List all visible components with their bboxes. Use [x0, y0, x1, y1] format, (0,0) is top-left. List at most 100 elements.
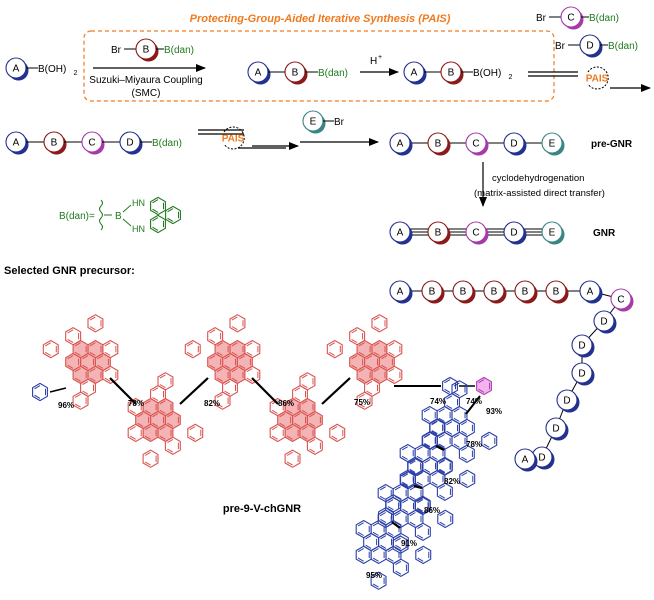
benzene-ring: [399, 469, 416, 489]
ring-double-bond: [453, 434, 460, 439]
yield-label: 91%: [401, 539, 417, 548]
ring-outline: [329, 423, 346, 443]
monomer-b: B: [135, 38, 159, 62]
ring-double-bond: [351, 329, 358, 334]
ring-double-bond: [89, 342, 96, 347]
pais-cycle: PAIS: [586, 66, 609, 90]
ring-double-bond: [89, 377, 96, 382]
chain-monomer-b: B: [514, 280, 538, 304]
monomer-letter: C: [617, 295, 624, 306]
ring-outline: [42, 339, 59, 359]
monomer-letter: E: [549, 139, 556, 150]
benzene-ring: [476, 376, 492, 396]
ring-double-bond: [401, 446, 408, 451]
ring-double-bond: [104, 351, 111, 356]
ring-double-bond: [381, 364, 388, 369]
pre-gnr-label: pre-GNR: [591, 139, 633, 150]
ring-double-bond: [439, 494, 446, 499]
ring-double-bond: [379, 521, 386, 526]
monomer-b: B: [440, 61, 464, 85]
benzene-ring: [429, 418, 446, 437]
benzene-ring: [326, 339, 343, 359]
ring-double-bond: [401, 472, 408, 477]
ring-double-bond: [387, 557, 394, 562]
boronic-acid-label: B(OH): [473, 68, 501, 79]
benzene-ring: [87, 314, 104, 333]
chain-monomer-b: B: [545, 280, 569, 304]
benzene-ring: [65, 326, 82, 346]
ring-outline: [127, 423, 144, 443]
ring-double-bond: [416, 507, 423, 512]
polymer-bond: [435, 445, 445, 451]
ring-double-bond: [309, 422, 316, 427]
monomer-letter: B: [460, 287, 467, 298]
ring-double-bond: [67, 329, 74, 334]
ring-outline: [157, 372, 174, 391]
ring-double-bond: [373, 368, 380, 373]
monomer-b: B: [284, 61, 308, 85]
ring-double-bond: [431, 420, 438, 425]
benzene-ring: [451, 380, 468, 399]
ring-double-bond: [159, 409, 166, 414]
benzene-ring: [214, 339, 231, 359]
ring-double-bond: [416, 472, 423, 477]
benzene-ring: [87, 339, 104, 359]
monomer-circle: [545, 280, 567, 302]
ring-double-bond: [439, 468, 446, 473]
ring-double-bond: [431, 430, 438, 435]
ring-double-bond: [409, 495, 416, 500]
chain-monomer-b: B: [483, 280, 507, 304]
ring-double-bond: [379, 495, 386, 500]
ring-outline: [165, 205, 181, 225]
monomer-circle: [556, 389, 578, 411]
benzene-ring: [157, 372, 174, 391]
benzene-ring: [386, 365, 403, 385]
ring-double-bond: [97, 355, 104, 360]
ring-double-bond: [189, 426, 196, 431]
acid-label: H: [370, 56, 377, 67]
ring-double-bond: [82, 355, 89, 360]
ring-double-bond: [401, 455, 408, 460]
monomer-letter: D: [126, 138, 133, 149]
ring-outline: [326, 339, 343, 359]
ring-double-bond: [301, 400, 308, 405]
ring-double-bond: [417, 524, 424, 530]
ring-double-bond: [167, 448, 174, 453]
ring-double-bond: [104, 342, 111, 347]
ring-double-bond: [394, 512, 401, 517]
ring-double-bond: [358, 351, 365, 356]
monomer-circle: [610, 288, 632, 310]
smc-abbr: (SMC): [132, 88, 161, 99]
ring-double-bond: [372, 522, 379, 527]
monomer-letter: D: [510, 228, 517, 239]
chain-monomer-a: A: [579, 280, 603, 304]
ring-outline: [207, 326, 224, 346]
monomer-letter: C: [472, 139, 479, 150]
ring-double-bond: [373, 342, 380, 347]
ring-double-bond: [431, 430, 438, 435]
ring-double-bond: [373, 377, 380, 382]
ring-double-bond: [423, 417, 430, 422]
bdan-definition: B(dan)=: [59, 211, 95, 222]
ring-double-bond: [331, 435, 338, 440]
benzene-ring: [142, 449, 159, 468]
monomer-circle: [503, 221, 525, 243]
ring-double-bond: [416, 481, 423, 486]
ring-double-bond: [402, 508, 409, 513]
monomer-letter: B: [51, 138, 58, 149]
boronic-acid-subscript: 2: [74, 70, 78, 77]
ring-double-bond: [246, 377, 253, 382]
benzene-ring: [356, 365, 373, 385]
ring-double-bond: [387, 548, 394, 553]
ring-double-bond: [409, 468, 416, 473]
ring-outline: [399, 443, 416, 463]
chain-monomer-a: A: [389, 280, 413, 304]
benzene-ring: [150, 196, 166, 216]
ring-double-bond: [301, 426, 308, 431]
ring-double-bond: [271, 426, 278, 431]
ring-double-bond: [357, 557, 364, 562]
benzene-ring: [371, 314, 388, 333]
ring-double-bond: [231, 342, 238, 347]
ring-double-bond: [395, 560, 402, 566]
monomer-letter: D: [538, 453, 545, 464]
